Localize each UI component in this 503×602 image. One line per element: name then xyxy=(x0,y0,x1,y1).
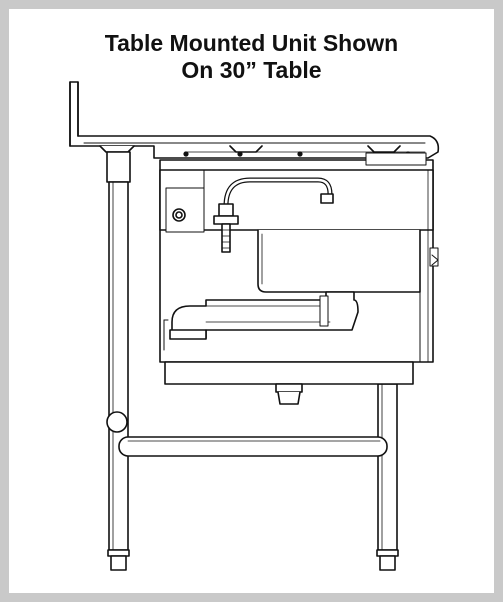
drain-fitting xyxy=(275,383,303,405)
unit-body xyxy=(159,151,439,385)
table-top xyxy=(69,81,440,159)
drain-pipe xyxy=(169,291,359,340)
table-leg-right xyxy=(376,383,399,571)
table-crossbar xyxy=(118,436,388,457)
caption-line-1: Table Mounted Unit Shown xyxy=(104,30,399,56)
table-leg-left xyxy=(106,151,131,571)
figure-caption: Table Mounted Unit Shown On 30” Table xyxy=(0,30,503,84)
caption-line-2: On 30” Table xyxy=(181,57,322,83)
faucet xyxy=(213,177,334,253)
